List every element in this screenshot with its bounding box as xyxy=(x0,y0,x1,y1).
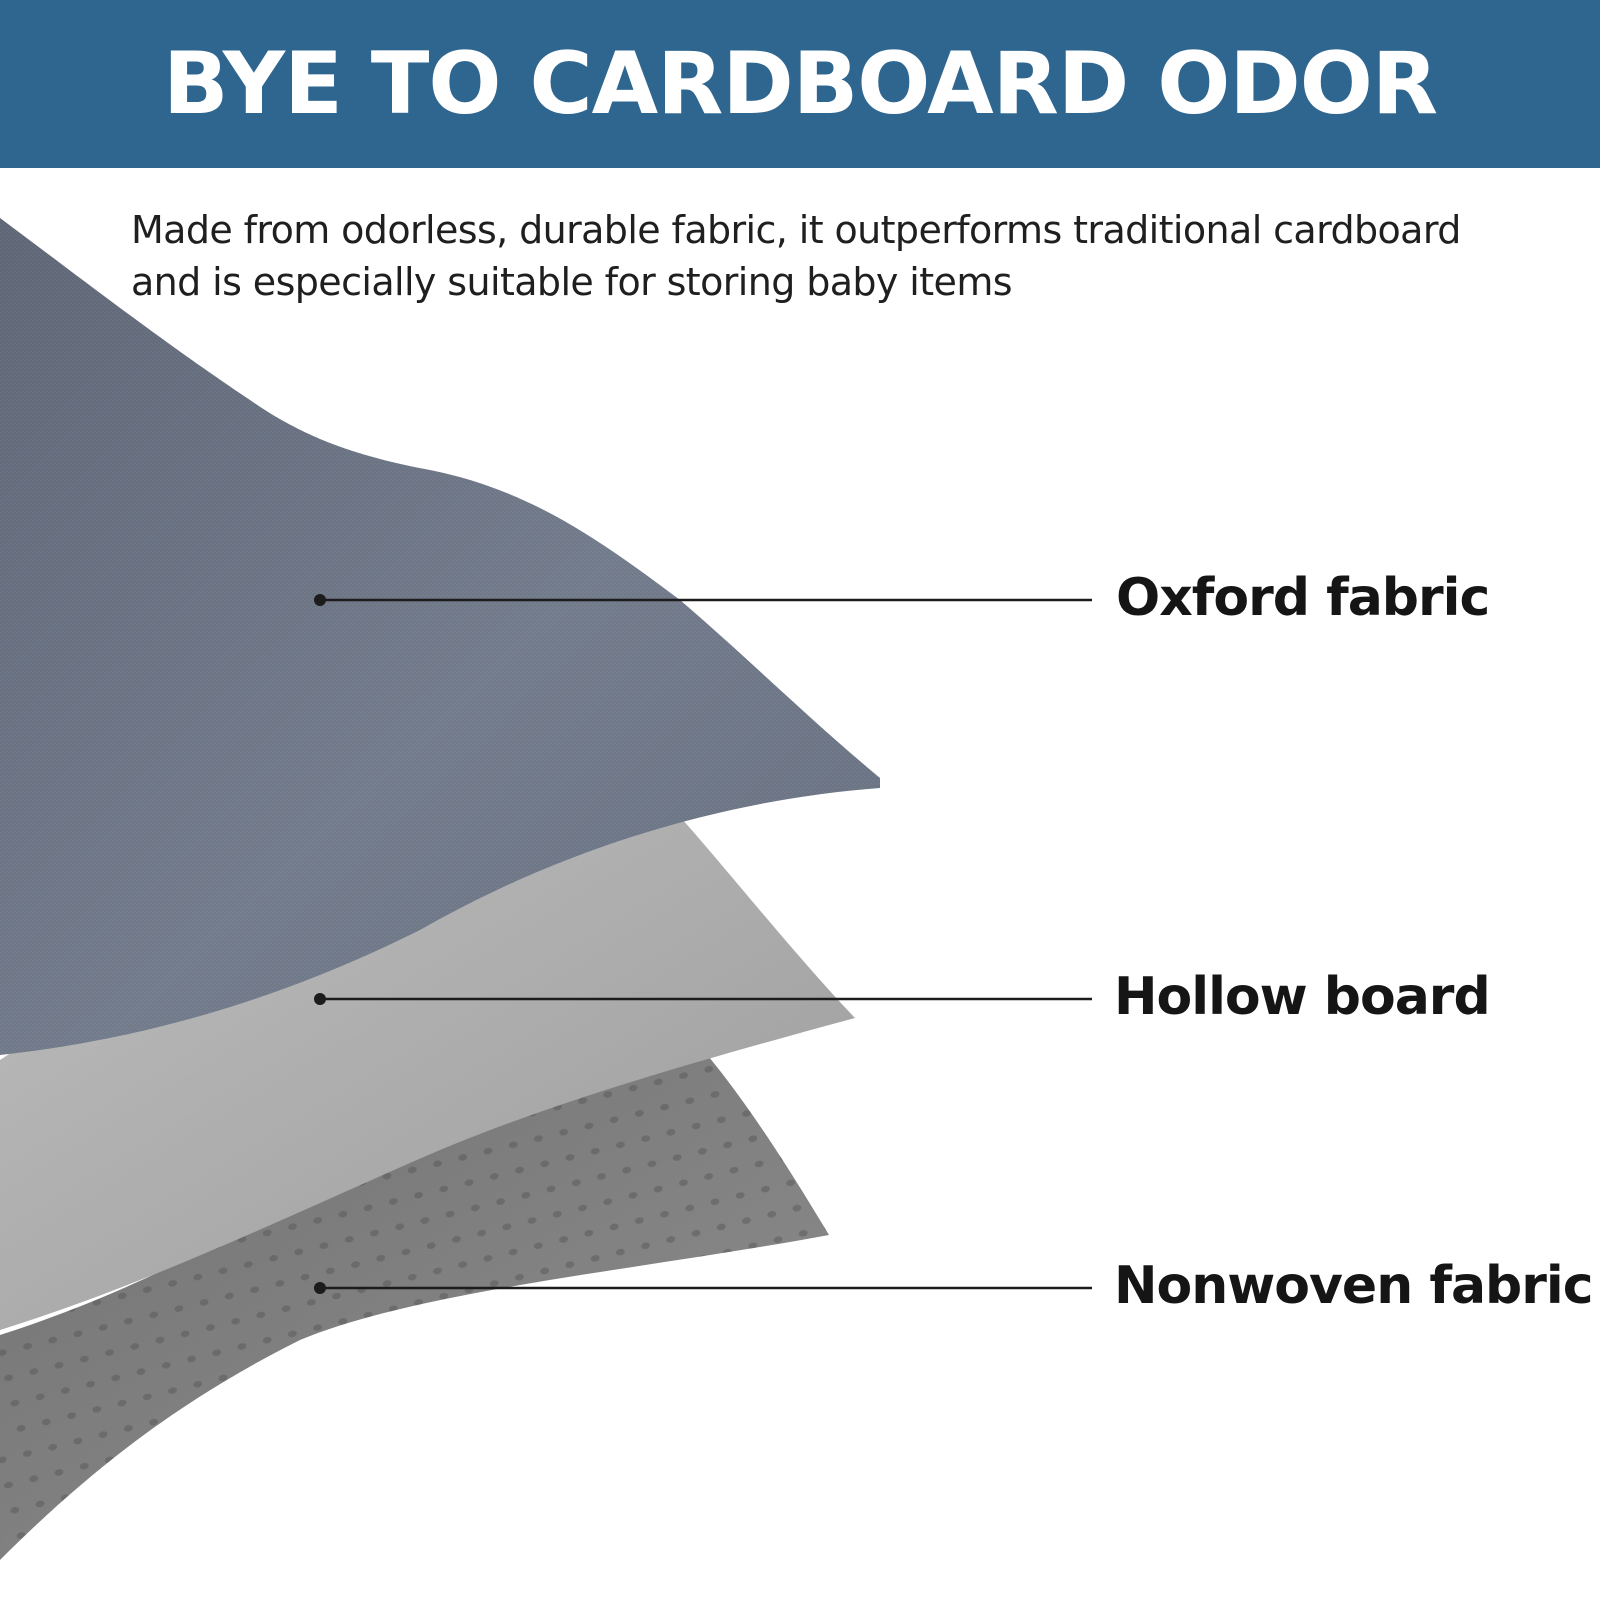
page-title: BYE TO CARDBOARD ODOR xyxy=(162,34,1438,134)
description-text: Made from odorless, durable fabric, it o… xyxy=(131,208,1461,304)
leader-line-nonwoven xyxy=(314,1282,1092,1294)
oxford-fabric-layer xyxy=(0,218,880,1055)
nonwoven-fabric-layer xyxy=(0,1035,829,1560)
fabric-layers-illustration xyxy=(0,218,1092,1560)
leader-line-oxford xyxy=(314,594,1092,606)
oxford-fabric-label: Oxford fabric xyxy=(1116,568,1490,628)
hollow-board-label: Hollow board xyxy=(1114,967,1491,1027)
hollow-board-layer xyxy=(0,800,855,1330)
header-banner: BYE TO CARDBOARD ODOR xyxy=(0,0,1600,168)
leader-line-hollow xyxy=(314,993,1092,1005)
nonwoven-fabric-label: Nonwoven fabric xyxy=(1114,1256,1594,1316)
